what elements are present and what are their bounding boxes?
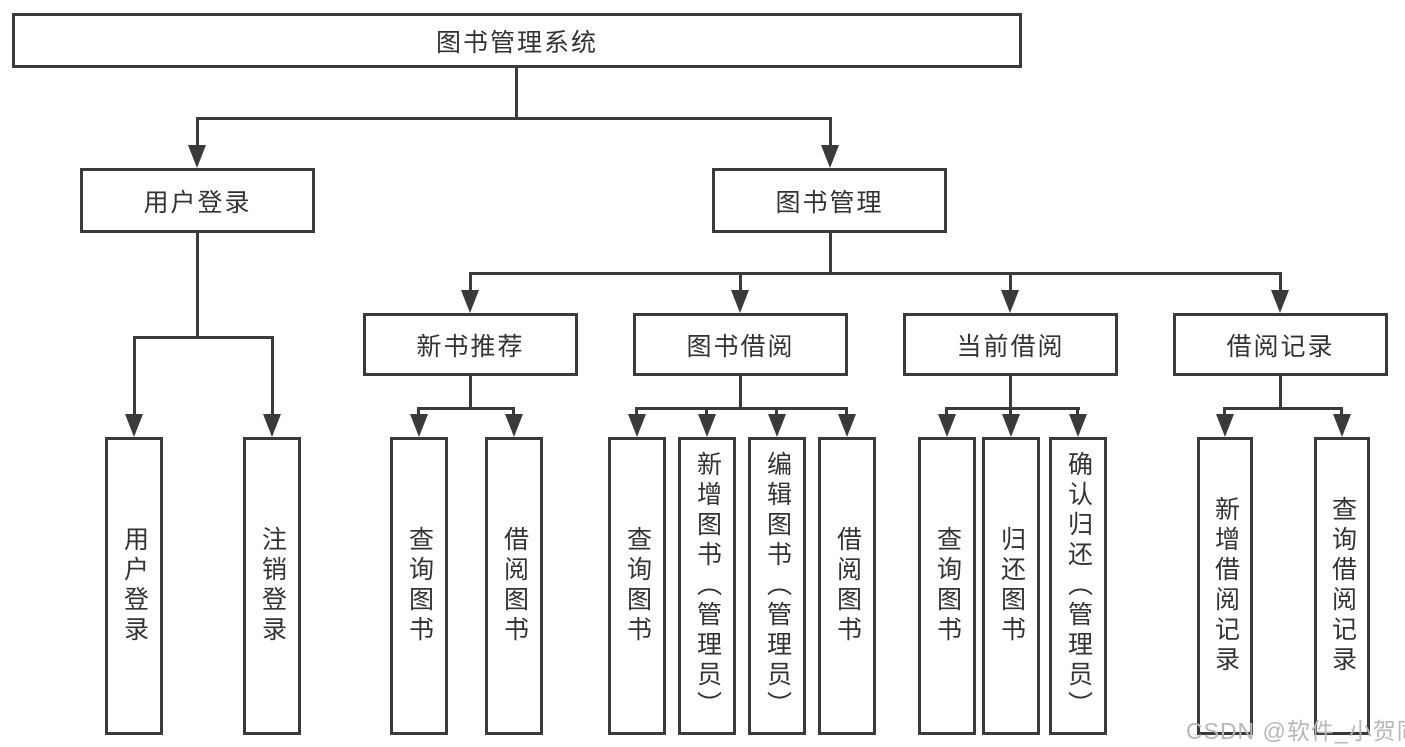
leaf-label: 查询图书 bbox=[405, 526, 434, 646]
connector-root-stem bbox=[515, 68, 518, 117]
arrowhead-down-icon bbox=[461, 290, 479, 313]
node-user-login: 用户登录 bbox=[80, 168, 315, 233]
connector-branch-line bbox=[705, 407, 708, 416]
leaf-current-query-books: 查询图书 bbox=[918, 437, 976, 735]
arrowhead-down-icon bbox=[263, 414, 281, 437]
connector-root-hbar bbox=[196, 117, 832, 120]
connector-currentborrow-stem bbox=[1009, 376, 1012, 407]
connector-userlogin-stem bbox=[196, 233, 199, 336]
leaf-label: 查询图书 bbox=[623, 526, 652, 646]
csdn-watermark: CSDN @软件_小贺同学 bbox=[1186, 718, 1405, 744]
connector-bookborrow-hbar bbox=[635, 407, 848, 410]
connector-branch-line bbox=[417, 407, 420, 416]
leaf-records-query-borrow-record: 查询借阅记录 bbox=[1314, 437, 1370, 735]
arrowhead-down-icon bbox=[410, 414, 428, 437]
node-current-borrow: 当前借阅 bbox=[903, 313, 1118, 376]
leaf-label: 查询图书 bbox=[933, 526, 962, 646]
connector-branch-line bbox=[775, 407, 778, 416]
connector-branch-line bbox=[196, 117, 199, 148]
connector-branch-line bbox=[635, 407, 638, 416]
connector-newbook-stem bbox=[469, 376, 472, 407]
connector-bookmgmt-hbar bbox=[469, 272, 1282, 275]
arrowhead-down-icon bbox=[188, 145, 206, 168]
connector-branch-line bbox=[1223, 407, 1226, 416]
leaf-borrow-add-book-admin: 新增图书（管理员） bbox=[678, 437, 736, 735]
leaf-label: 查询借阅记录 bbox=[1328, 496, 1357, 676]
arrowhead-down-icon bbox=[731, 290, 749, 313]
connector-bookborrow-stem bbox=[739, 376, 742, 407]
connector-branch-line bbox=[829, 117, 832, 148]
node-borrow-records: 借阅记录 bbox=[1173, 313, 1388, 376]
arrowhead-down-icon bbox=[1333, 414, 1351, 437]
leaf-label: 归还图书 bbox=[997, 526, 1026, 646]
arrowhead-down-icon bbox=[938, 414, 956, 437]
arrowhead-down-icon bbox=[1002, 414, 1020, 437]
arrowhead-down-icon bbox=[505, 414, 523, 437]
node-label: 图书管理系统 bbox=[435, 28, 598, 57]
leaf-borrow-borrow-books: 借阅图书 bbox=[818, 437, 876, 735]
arrowhead-down-icon bbox=[125, 414, 143, 437]
connector-branch-line bbox=[1340, 407, 1343, 416]
node-label: 图书借阅 bbox=[686, 332, 795, 361]
arrowhead-down-icon bbox=[1001, 290, 1019, 313]
leaf-records-add-borrow-record: 新增借阅记录 bbox=[1197, 437, 1253, 735]
leaf-current-return-books: 归还图书 bbox=[982, 437, 1040, 735]
node-label: 图书管理 bbox=[775, 188, 884, 217]
leaf-current-confirm-return-admin: 确认归还（管理员） bbox=[1049, 437, 1107, 735]
leaf-newbook-borrow-books: 借阅图书 bbox=[485, 437, 543, 735]
arrowhead-down-icon bbox=[628, 414, 646, 437]
connector-userlogin-hbar bbox=[133, 336, 274, 339]
connector-branch-line bbox=[945, 407, 948, 416]
node-label: 新书推荐 bbox=[416, 332, 525, 361]
arrowhead-down-icon bbox=[698, 414, 716, 437]
leaf-label: 借阅图书 bbox=[500, 526, 529, 646]
leaf-label: 新增图书（管理员） bbox=[693, 451, 722, 721]
leaf-label: 借阅图书 bbox=[833, 526, 862, 646]
arrowhead-down-icon bbox=[1069, 414, 1087, 437]
node-library-management-system: 图书管理系统 bbox=[12, 13, 1022, 68]
leaf-borrow-edit-book-admin: 编辑图书（管理员） bbox=[748, 437, 806, 735]
arrowhead-down-icon bbox=[821, 145, 839, 168]
connector-bookmgmt-stem bbox=[829, 233, 832, 272]
connector-records-stem bbox=[1279, 376, 1282, 407]
arrowhead-down-icon bbox=[1216, 414, 1234, 437]
leaf-label: 编辑图书（管理员） bbox=[763, 451, 792, 721]
connector-newbook-hbar bbox=[417, 407, 515, 410]
leaf-user-login: 用户登录 bbox=[105, 437, 163, 735]
leaf-logout: 注销登录 bbox=[243, 437, 301, 735]
connector-branch-line bbox=[512, 407, 515, 416]
connector-branch-line bbox=[1009, 407, 1012, 416]
arrowhead-down-icon bbox=[1271, 290, 1289, 313]
connector-branch-line bbox=[1009, 272, 1012, 292]
connector-records-hbar bbox=[1223, 407, 1343, 410]
leaf-label: 用户登录 bbox=[120, 526, 149, 646]
arrowhead-down-icon bbox=[838, 414, 856, 437]
node-book-management: 图书管理 bbox=[712, 168, 947, 233]
leaf-borrow-query-books: 查询图书 bbox=[608, 437, 666, 735]
node-label: 用户登录 bbox=[143, 188, 252, 217]
connector-branch-line bbox=[845, 407, 848, 416]
node-new-book-recommend: 新书推荐 bbox=[363, 313, 578, 376]
leaf-label: 确认归还（管理员） bbox=[1064, 451, 1093, 721]
arrowhead-down-icon bbox=[768, 414, 786, 437]
leaf-label: 注销登录 bbox=[258, 526, 287, 646]
node-book-borrow: 图书借阅 bbox=[633, 313, 848, 376]
node-label: 当前借阅 bbox=[956, 332, 1065, 361]
leaf-newbook-query-books: 查询图书 bbox=[390, 437, 448, 735]
node-label: 借阅记录 bbox=[1226, 332, 1335, 361]
connector-branch-line bbox=[469, 272, 472, 292]
connector-branch-line bbox=[271, 336, 274, 416]
leaf-label: 新增借阅记录 bbox=[1211, 496, 1240, 676]
connector-branch-line bbox=[1279, 272, 1282, 292]
connector-branch-line bbox=[739, 272, 742, 292]
connector-currentborrow-hbar bbox=[945, 407, 1080, 410]
connector-branch-line bbox=[133, 336, 136, 416]
connector-branch-line bbox=[1076, 407, 1079, 416]
